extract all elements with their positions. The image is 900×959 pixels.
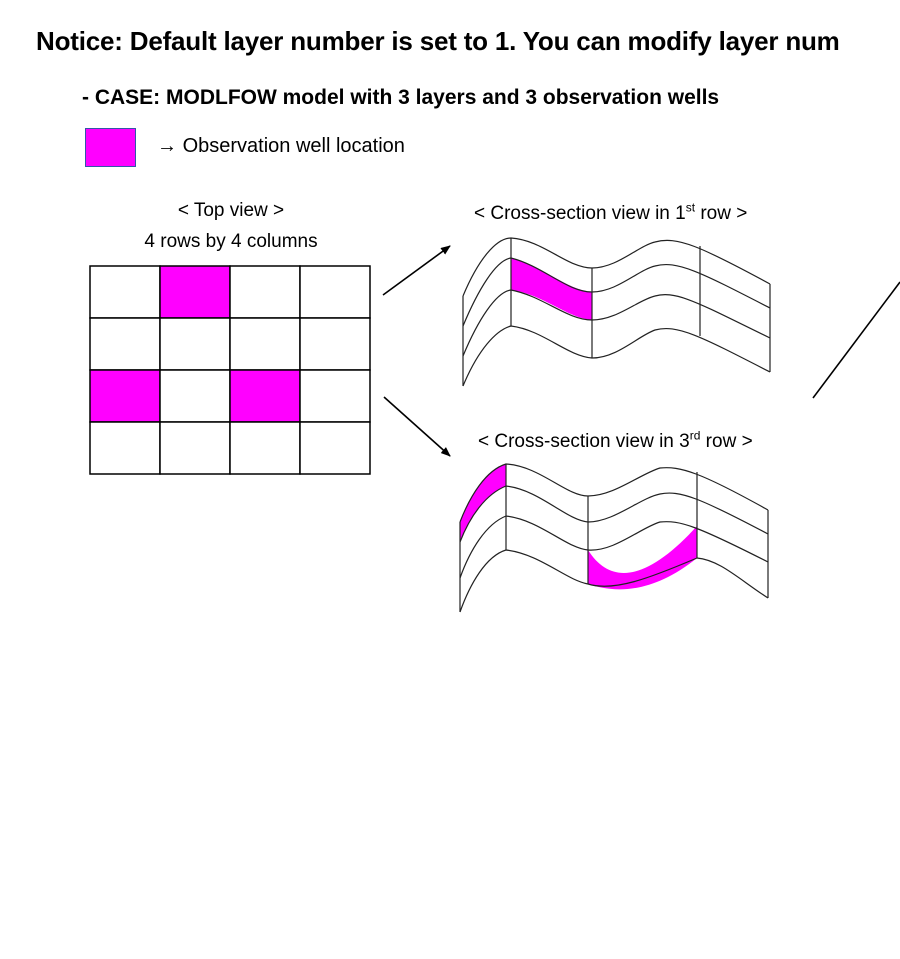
cs3-well-cell-1 <box>460 464 506 542</box>
legend-label: → Observation well location <box>157 135 405 158</box>
cs3-sup: rd <box>689 428 701 443</box>
grid-cell-well <box>159 265 231 319</box>
cs3-suffix: row > <box>700 431 753 452</box>
grid-cell <box>159 421 231 475</box>
grid-cell-well <box>229 369 301 423</box>
grid-cell <box>299 265 371 319</box>
arrow-offscreen-icon <box>812 281 900 399</box>
notice-text: Notice: Default layer number is set to 1… <box>36 26 840 56</box>
cs3-well-cell-3 <box>588 526 697 590</box>
grid-cell <box>159 317 231 371</box>
legend-arrow-icon: → <box>157 135 177 157</box>
arrow-to-row1-icon <box>382 245 451 296</box>
grid-cell <box>299 421 371 475</box>
arrow-to-row3-icon <box>383 396 451 457</box>
grid-cell <box>89 421 161 475</box>
cross-section-3-title: < Cross-section view in 3rd row > <box>478 428 753 453</box>
grid-cell-well <box>89 369 161 423</box>
grid-cell <box>229 317 301 371</box>
cs1-suffix: row > <box>695 203 748 224</box>
cs1-well-cell <box>511 258 592 320</box>
grid-cell <box>89 317 161 371</box>
legend-swatch <box>85 128 136 167</box>
cs1-sup: st <box>685 200 696 215</box>
grid-cell <box>229 265 301 319</box>
cs1-prefix: < Cross-section view in 1 <box>474 203 686 224</box>
grid-cell <box>229 421 301 475</box>
case-description: - CASE: MODLFOW model with 3 layers and … <box>82 86 720 109</box>
legend-text: Observation well location <box>182 135 405 157</box>
grid-cell <box>299 369 371 423</box>
top-view-grid <box>89 265 371 475</box>
grid-cell <box>89 265 161 319</box>
cross-section-3-diagram <box>459 463 769 613</box>
top-view-title: < Top view > <box>177 200 285 221</box>
cross-section-1-title: < Cross-section view in 1st row > <box>474 200 748 225</box>
cross-section-1-diagram <box>462 237 771 387</box>
grid-cell <box>299 317 371 371</box>
grid-cell <box>159 369 231 423</box>
top-view-subtitle: 4 rows by 4 columns <box>144 231 318 252</box>
cs3-prefix: < Cross-section view in 3 <box>478 431 690 452</box>
